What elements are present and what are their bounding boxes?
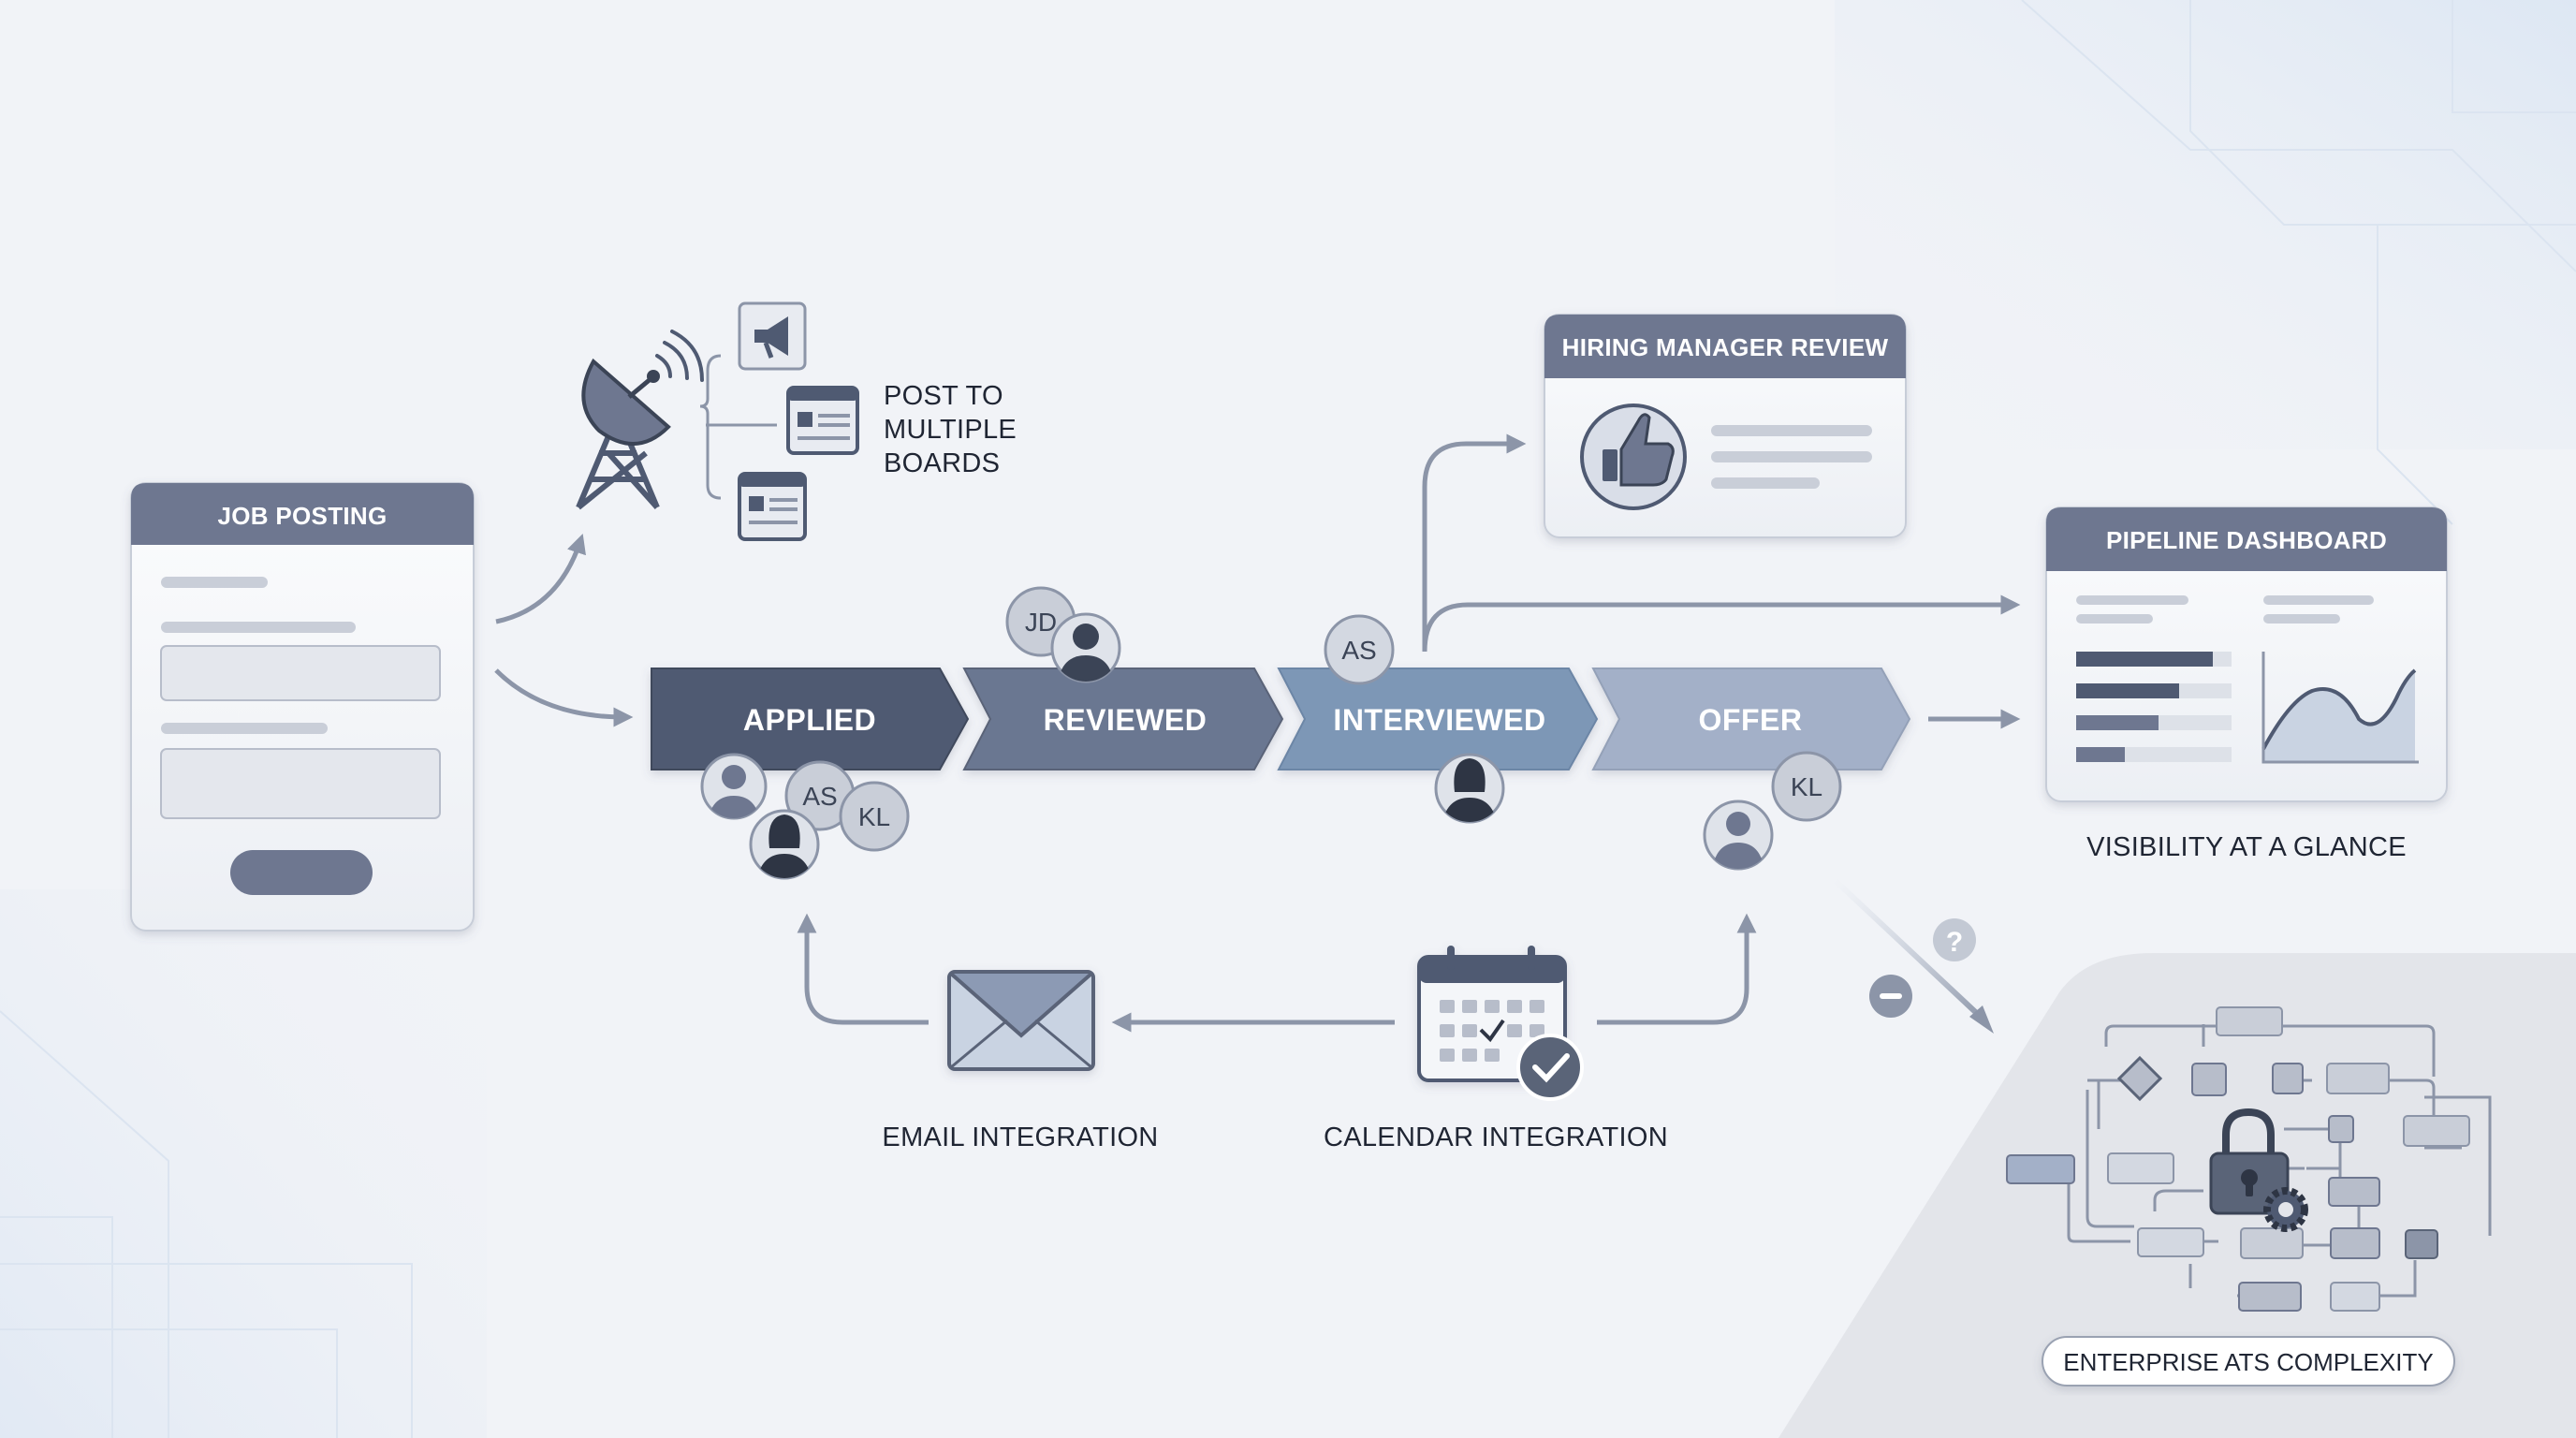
avatar-kl-offer: KL [1771, 751, 1842, 822]
hm-line-1 [1711, 425, 1872, 436]
arrow-to-hiring-manager [1422, 433, 1527, 652]
avatar-interviewed-woman [1434, 753, 1505, 824]
ats-complexity-nodes [2006, 1006, 2470, 1312]
job-form-input-2 [160, 748, 441, 819]
megaphone-icon [738, 301, 807, 371]
dashboard-line-chart [2261, 595, 2419, 764]
arrow-to-dashboard-top [1422, 594, 2021, 653]
avatar-reviewed-person [1050, 612, 1121, 683]
stage-offer-chevron [1591, 668, 1911, 770]
dashboard-bar-chart [2076, 595, 2232, 762]
stage-offer-label: OFFER [1699, 703, 1803, 737]
stage-reviewed-chevron [962, 668, 1284, 770]
stage-applied-chevron [651, 668, 970, 770]
thumbs-up-icon [1580, 404, 1687, 510]
dashboard-caption: VISIBILITY AT A GLANCE [2086, 832, 2407, 862]
broadcast-caption-line-1: POST TO [884, 381, 1003, 411]
avatar-as-interview-initials: AS [1341, 636, 1376, 665]
job-board-icon-2 [738, 472, 807, 541]
enterprise-label: ENTERPRISE ATS COMPLEXITY [2063, 1348, 2433, 1376]
broadcast-caption-line-3: BOARDS [884, 448, 1000, 478]
avatar-kl-offer-initials: KL [1791, 772, 1822, 801]
stage-interviewed-label: INTERVIEWED [1333, 703, 1545, 737]
job-posting-title: JOB POSTING [218, 502, 388, 530]
question-mark-text: ? [1946, 927, 1963, 958]
stage-applied-label: APPLIED [743, 703, 876, 737]
job-board-icon-1 [786, 386, 859, 455]
envelope-icon [947, 970, 1095, 1071]
avatar-kl-applied-initials: KL [858, 802, 890, 831]
broadcast-caption-line-2: MULTIPLE [884, 415, 1017, 445]
arrow-email-to-applied [797, 913, 929, 1025]
avatar-offer-man [1703, 800, 1774, 871]
avatar-as-applied-initials: AS [802, 782, 837, 811]
stage-interviewed-chevron [1277, 668, 1599, 770]
arrow-calendar-to-offer [1597, 913, 1757, 1025]
job-posting-form [160, 577, 441, 895]
avatar-applied-woman [749, 809, 820, 880]
dashboard-title: PIPELINE DASHBOARD [2106, 526, 2387, 554]
arrow-to-enterprise [1832, 877, 1987, 1023]
avatar-as-interview: AS [1324, 614, 1395, 685]
job-form-input-1 [160, 645, 441, 701]
calendar-integration-caption: CALENDAR INTEGRATION [1324, 1123, 1668, 1152]
email-integration-caption: EMAIL INTEGRATION [882, 1123, 1158, 1152]
pipeline-stages [651, 668, 1911, 770]
hm-line-2 [1711, 451, 1872, 462]
avatar-applied-man [700, 753, 768, 820]
stage-reviewed-label: REVIEWED [1044, 703, 1208, 737]
arrow-to-applied [494, 668, 634, 727]
arrow-to-broadcast [495, 534, 586, 624]
hiring-manager-title: HIRING MANAGER REVIEW [1562, 333, 1889, 361]
check-circle-icon [1516, 1034, 1584, 1101]
minus-circle-icon [1869, 975, 1912, 1018]
enterprise-label-pill [2042, 1336, 2455, 1387]
satellite-dish-icon [576, 330, 704, 510]
avatar-jd-initials: JD [1025, 608, 1057, 637]
question-icon: ? [1933, 918, 1976, 961]
padlock-gear-icon [2209, 1108, 2308, 1232]
hm-line-3 [1711, 477, 1820, 489]
job-form-submit-button [230, 850, 373, 895]
avatar-as-applied: AS [784, 760, 856, 831]
avatar-kl-applied: KL [839, 781, 910, 852]
